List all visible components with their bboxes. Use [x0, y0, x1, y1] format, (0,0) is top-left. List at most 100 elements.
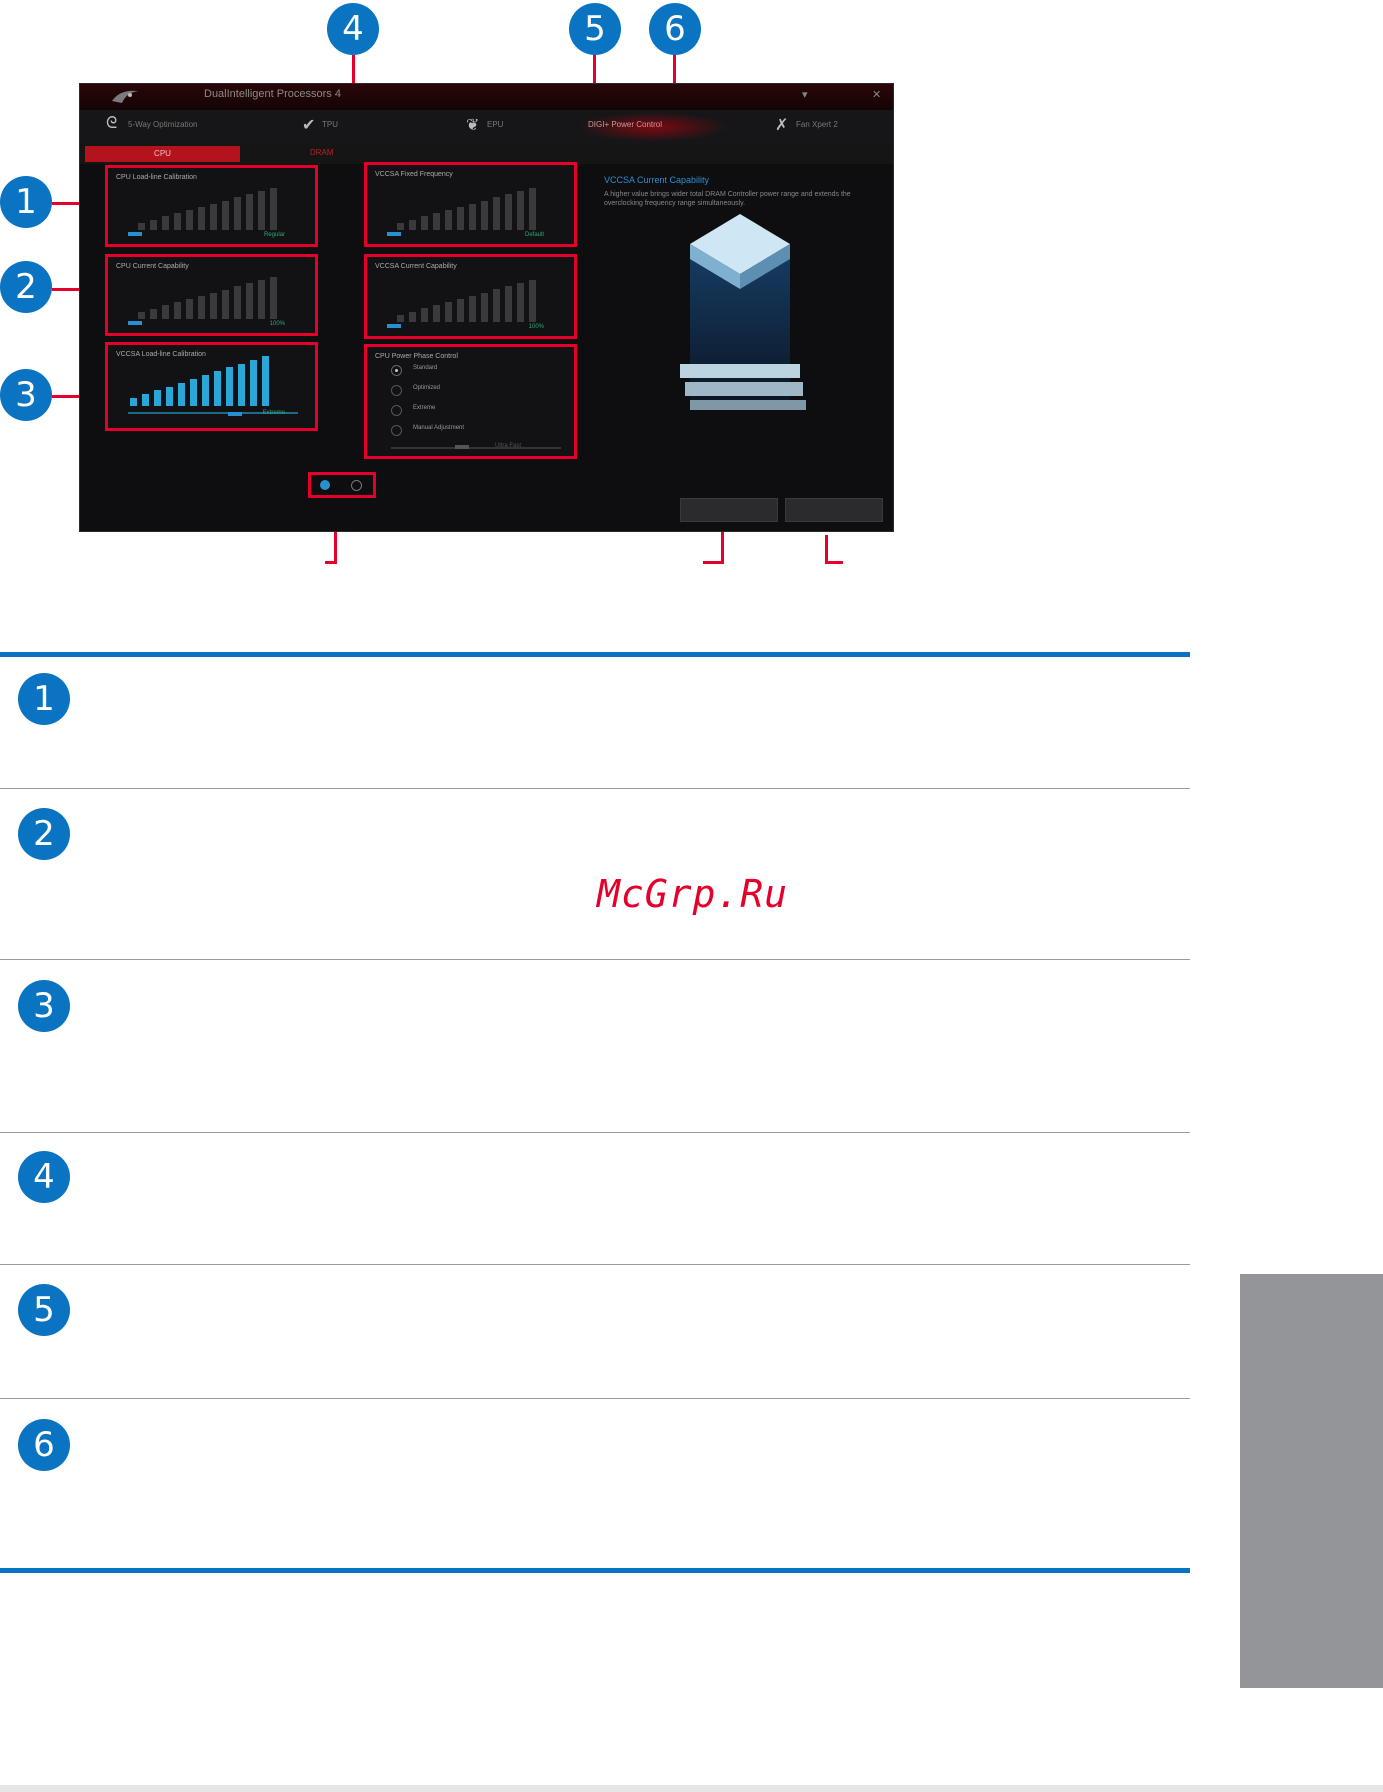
leader-undo [825, 535, 828, 564]
level-bar [150, 220, 157, 230]
slider-handle[interactable] [387, 324, 401, 328]
slider-handle[interactable] [128, 321, 142, 325]
tab-fan-xpert[interactable]: Fan Xpert 2 [796, 120, 838, 129]
tab-digi-power-control[interactable]: DIGI+ Power Control [588, 120, 663, 129]
row-divider [0, 1264, 1190, 1265]
slider-track [128, 412, 298, 414]
level-bar [222, 290, 229, 319]
level-bar [250, 360, 257, 406]
level-bar [162, 216, 169, 230]
level-bar [234, 197, 241, 230]
main-tab-bar: ᘓ 5-Way Optimization ✔ TPU ❦ EPU DIGI+ P… [80, 110, 893, 145]
row-badge-1: 1 [18, 673, 70, 725]
leader-radio-foot [325, 561, 337, 564]
scorpion-icon: ᘓ [106, 115, 118, 132]
level-bar [445, 210, 452, 230]
page-dot-active[interactable] [320, 480, 330, 490]
level-bar [166, 387, 173, 406]
callout-badge-4: 4 [327, 3, 379, 55]
cpu-load-line-calibration-panel[interactable]: CPU Load-line Calibration Regular [105, 165, 318, 247]
vccsa-load-line-calibration-panel[interactable]: VCCSA Load-line Calibration Extreme [105, 342, 318, 431]
level-bar [258, 191, 265, 230]
cpu-power-phase-control-panel[interactable]: CPU Power Phase Control Standard Optimiz… [364, 344, 577, 459]
slider-handle[interactable] [387, 232, 401, 236]
chapter-side-tab [1240, 1274, 1383, 1688]
radio-selected-icon [391, 365, 402, 376]
page-dot[interactable] [351, 480, 362, 491]
level-bar [457, 299, 464, 322]
vccsa-fixed-frequency-panel[interactable]: VCCSA Fixed Frequency Default [364, 162, 577, 247]
level-bar [409, 220, 416, 230]
tab-5-way-optimization[interactable]: 5-Way Optimization [128, 120, 198, 129]
minimize-button[interactable]: ▾ [802, 89, 808, 101]
row-divider [0, 1132, 1190, 1133]
row-divider [0, 1398, 1190, 1399]
level-bar [190, 379, 197, 406]
tab-tpu[interactable]: TPU [322, 120, 338, 129]
callout-badge-2: 2 [0, 261, 52, 313]
panel-label: CPU Current Capability [116, 263, 189, 270]
close-button[interactable]: ✕ [872, 89, 882, 101]
vccsa-current-capability-panel[interactable]: VCCSA Current Capability 100% [364, 254, 577, 339]
callout-badge-3: 3 [0, 369, 52, 421]
level-bar [174, 213, 181, 230]
subtab-dram[interactable]: DRAM [310, 148, 334, 157]
page-bottom-strip [0, 1785, 1383, 1792]
radio-icon [391, 425, 402, 436]
level-bar [481, 293, 488, 322]
level-bar [421, 308, 428, 322]
row-divider [0, 959, 1190, 960]
panel-label: VCCSA Load-line Calibration [116, 351, 206, 358]
level-bar [214, 371, 221, 406]
option-label: Standard [413, 365, 438, 371]
level-bar [226, 367, 233, 406]
level-bar [262, 356, 269, 406]
panel-value: Regular [263, 232, 285, 238]
level-bar [186, 299, 193, 319]
app-title: DualIntelligent Processors 4 [204, 88, 341, 100]
level-bar [529, 280, 536, 322]
radio-icon [391, 405, 402, 416]
leader-apply [721, 527, 724, 564]
check-icon: ✔ [302, 117, 316, 134]
table-bottom-rule [0, 1568, 1190, 1573]
leader-radio [334, 527, 337, 564]
level-bar [174, 302, 181, 319]
level-bar [198, 207, 205, 230]
leader-apply-foot [703, 561, 724, 564]
level-bar [421, 216, 428, 230]
level-bar [142, 394, 149, 406]
level-bar [493, 197, 500, 230]
level-bar [202, 375, 209, 406]
subtab-cpu[interactable]: CPU [85, 146, 240, 162]
row-badge-4: 4 [18, 1151, 70, 1203]
level-bar [445, 302, 452, 322]
callout-badge-5: 5 [569, 3, 621, 55]
level-bar [505, 286, 512, 322]
level-bar [397, 315, 404, 322]
level-bar [270, 188, 277, 230]
table-top-rule [0, 652, 1190, 657]
level-bar [505, 194, 512, 230]
leaf-icon: ❦ [466, 117, 480, 134]
row-badge-2: 2 [18, 808, 70, 860]
tab-epu[interactable]: EPU [487, 120, 504, 129]
option-label: Manual Adjustment [413, 425, 465, 431]
panel-label: VCCSA Current Capability [375, 263, 457, 270]
apply-button[interactable] [680, 498, 778, 522]
watermark: McGrp.Ru [597, 872, 789, 916]
slider-handle[interactable] [128, 232, 142, 236]
panel-value: 100% [269, 321, 285, 327]
row-badge-5: 5 [18, 1284, 70, 1336]
row-divider [0, 788, 1190, 789]
panel-label: CPU Load-line Calibration [116, 174, 197, 181]
phase-slider-handle[interactable] [455, 445, 469, 449]
row-badge-6: 6 [18, 1419, 70, 1471]
cpu-current-capability-panel[interactable]: CPU Current Capability 100% [105, 254, 318, 336]
callout-badge-6: 6 [649, 3, 701, 55]
panel-label: VCCSA Fixed Frequency [375, 171, 453, 178]
undo-button[interactable] [785, 498, 883, 522]
option-label: Optimized [413, 385, 441, 391]
phase-slider-value: Ultra Fast [495, 443, 522, 449]
slider-handle[interactable] [228, 412, 242, 416]
